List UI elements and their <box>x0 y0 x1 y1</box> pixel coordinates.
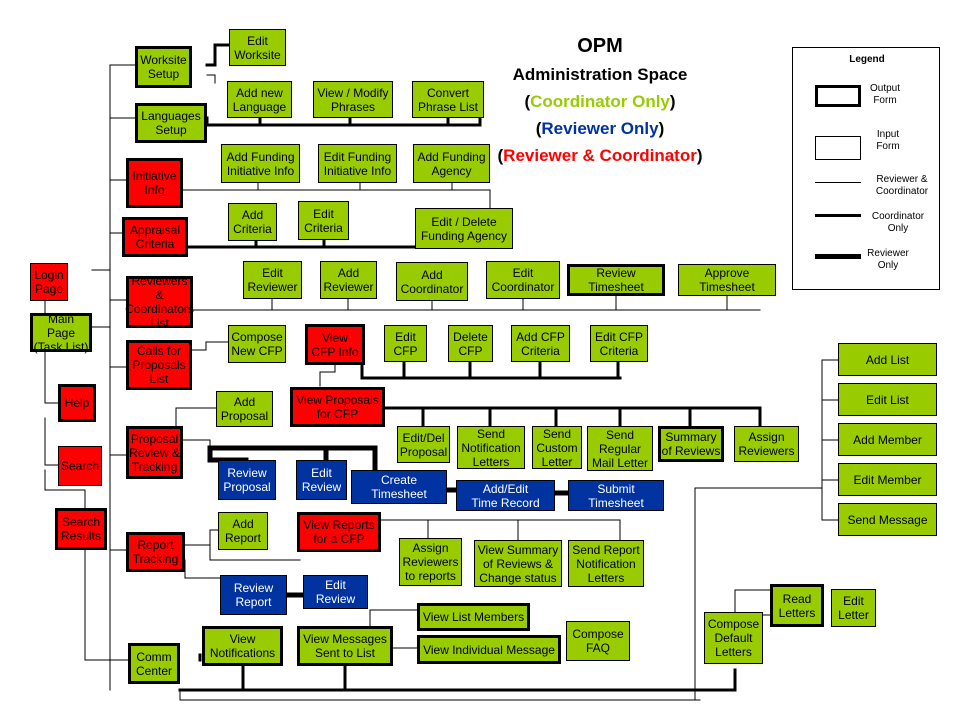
view-individual-message-box[interactable]: View Individual Message <box>417 635 561 664</box>
legend-heading: Legend <box>849 54 885 65</box>
summary-of-reviews-box[interactable]: Summary of Reviews <box>658 426 724 462</box>
diagram-subtitle: Administration Space <box>512 65 688 84</box>
reviewer-only-text: Reviewer Only <box>541 119 659 138</box>
legend-input-label: Input Form <box>876 129 900 152</box>
legend-reviewer-coordinator-label: Reviewer & Coordinator <box>875 174 929 197</box>
add-list-box[interactable]: Add List <box>838 343 937 376</box>
legend: Legend Output Form Input Form Reviewer &… <box>792 47 940 290</box>
legend-thick-line <box>815 254 861 259</box>
help-box[interactable]: Help <box>58 384 96 422</box>
languages-setup-box[interactable]: Languages Setup <box>135 103 207 143</box>
assign-reviewers-box[interactable]: Assign Reviewers <box>734 426 799 462</box>
send-custom-letter-box[interactable]: Send Custom Letter <box>532 426 582 469</box>
edit-member-box[interactable]: Edit Member <box>838 463 937 496</box>
coordinator-only-caption: (Coordinator Only) <box>524 92 676 111</box>
add-member-box[interactable]: Add Member <box>838 423 937 456</box>
view-list-members-box[interactable]: View List Members <box>417 603 530 631</box>
edit-list-box[interactable]: Edit List <box>838 383 937 416</box>
edit-review-box[interactable]: Edit Review <box>296 460 347 500</box>
add-criteria-box[interactable]: Add Criteria <box>228 203 277 241</box>
submit-timesheet-box[interactable]: Submit Timesheet <box>568 480 664 511</box>
initiative-info-box[interactable]: Initiative Info <box>126 158 183 208</box>
edit-cfp-criteria-box[interactable]: Edit CFP Criteria <box>590 325 648 362</box>
edit-worksite-box[interactable]: Edit Worksite <box>229 29 286 66</box>
search-box[interactable]: Search <box>58 446 102 486</box>
add-cfp-criteria-box[interactable]: Add CFP Criteria <box>511 325 570 362</box>
view-modify-phrases-box[interactable]: View / Modify Phrases <box>313 81 393 118</box>
edit-cfp-box[interactable]: Edit CFP <box>384 325 427 362</box>
view-notifications-box[interactable]: View Notifications <box>202 626 283 666</box>
edit-letter-box[interactable]: Edit Letter <box>831 589 876 627</box>
view-messages-sent-to-list-box[interactable]: View Messages Sent to List <box>297 626 393 666</box>
legend-coordinator-only-label: Coordinator Only <box>871 211 925 234</box>
legend-output-label: Output Form <box>869 83 901 106</box>
legend-output-swatch <box>815 85 861 107</box>
send-report-notification-letters-box[interactable]: Send Report Notification Letters <box>568 540 644 587</box>
approve-timesheet-box[interactable]: Approve Timesheet <box>678 264 776 296</box>
view-cfp-info-box[interactable]: View CFP Info <box>305 324 365 365</box>
review-report-box[interactable]: Review Report <box>220 575 287 615</box>
appraisal-criteria-box[interactable]: Appraisal Criteria <box>122 217 188 257</box>
compose-new-cfp-box[interactable]: Compose New CFP <box>228 325 286 363</box>
legend-input-swatch <box>815 136 861 160</box>
send-message-box[interactable]: Send Message <box>838 503 937 536</box>
reviewer-only-caption: (Reviewer Only) <box>535 119 665 138</box>
login-page-box[interactable]: Login Page <box>30 263 68 301</box>
read-letters-box[interactable]: Read Letters <box>770 584 824 627</box>
add-report-box[interactable]: Add Report <box>218 512 268 550</box>
convert-phrase-list-box[interactable]: Convert Phrase List <box>412 81 484 118</box>
edit-coordinator-box[interactable]: Edit Coordinator <box>486 261 560 299</box>
reviewer-coordinator-text: Reviewer & Coordinator <box>503 146 697 165</box>
add-coordinator-box[interactable]: Add Coordinator <box>396 262 468 301</box>
edit-review-2-box[interactable]: Edit Review <box>303 575 368 609</box>
review-proposal-box[interactable]: Review Proposal <box>218 460 276 500</box>
edit-delete-funding-agency-box[interactable]: Edit / Delete Funding Agency <box>415 208 513 249</box>
main-page-box[interactable]: Main Page (Task List) <box>30 312 92 354</box>
add-reviewer-box[interactable]: Add Reviewer <box>320 261 377 299</box>
add-proposal-box[interactable]: Add Proposal <box>216 391 273 427</box>
coordinator-only-text: Coordinator Only <box>530 92 670 111</box>
view-proposals-for-cfp-box[interactable]: View Proposals for CFP <box>290 387 385 427</box>
view-reports-for-cfp-box[interactable]: View Reports for a CFP <box>297 512 381 552</box>
edit-reviewer-box[interactable]: Edit Reviewer <box>243 261 302 299</box>
legend-reviewer-only-label: Reviewer Only <box>867 248 909 271</box>
legend-medium-line <box>815 214 861 217</box>
send-regular-mail-letter-box[interactable]: Send Regular Mail Letter <box>587 426 653 471</box>
legend-thin-line <box>815 182 861 183</box>
calls-for-proposals-list-box[interactable]: Calls for Proposals List <box>126 340 192 390</box>
send-notification-letters-box[interactable]: Send Notification Letters <box>457 426 525 469</box>
reviewers-coordinators-list-box[interactable]: Reviewers & Coordinators List <box>125 274 194 330</box>
review-timesheet-box[interactable]: Review Timesheet <box>567 264 665 296</box>
proposal-review-tracking-box[interactable]: Proposal Review & Tracking <box>126 426 183 479</box>
add-new-language-box[interactable]: Add new Language <box>227 81 292 118</box>
comm-center-box[interactable]: Comm Center <box>128 643 180 684</box>
compose-default-letters-box[interactable]: Compose Default Letters <box>704 612 763 664</box>
diagram-title: OPM <box>577 35 623 57</box>
view-summary-of-reviews-box[interactable]: View Summary of Reviews & Change status <box>474 540 562 587</box>
delete-cfp-box[interactable]: Delete CFP <box>448 325 493 362</box>
edit-funding-initiative-info-box[interactable]: Edit Funding Initiative Info <box>318 144 397 183</box>
assign-reviewers-to-reports-box[interactable]: Assign Reviewers to reports <box>399 538 462 586</box>
search-results-box[interactable]: Search Results <box>55 508 107 550</box>
add-funding-agency-box[interactable]: Add Funding Agency <box>413 144 490 183</box>
add-edit-time-record-box[interactable]: Add/Edit Time Record <box>456 480 555 511</box>
edit-del-proposal-box[interactable]: Edit/Del Proposal <box>397 426 450 463</box>
worksite-setup-box[interactable]: Worksite Setup <box>135 46 192 88</box>
create-timesheet-box[interactable]: Create Timesheet <box>351 470 447 504</box>
edit-criteria-box[interactable]: Edit Criteria <box>298 201 349 240</box>
compose-faq-box[interactable]: Compose FAQ <box>566 621 630 661</box>
report-tracking-box[interactable]: Report Tracking <box>126 532 185 572</box>
reviewer-coordinator-caption: (Reviewer & Coordinator) <box>497 146 703 165</box>
add-funding-initiative-info-box[interactable]: Add Funding Initiative Info <box>221 144 300 183</box>
